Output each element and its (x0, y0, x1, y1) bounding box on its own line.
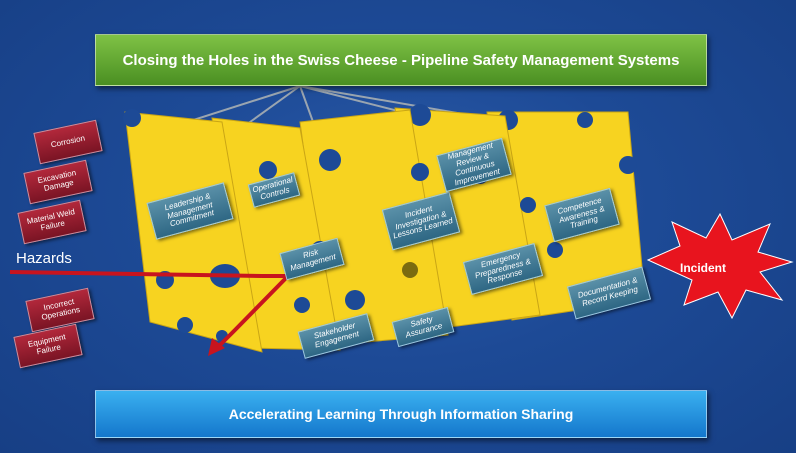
hazards-label: Hazards (16, 250, 72, 267)
incident-label: Incident (680, 261, 727, 275)
footer-banner: Accelerating Learning Through Informatio… (95, 390, 707, 438)
incident-starburst (646, 212, 794, 320)
title-banner: Closing the Holes in the Swiss Cheese - … (95, 34, 707, 86)
hazard-arrow (9, 270, 293, 352)
hazard-arrow-head (208, 338, 225, 356)
